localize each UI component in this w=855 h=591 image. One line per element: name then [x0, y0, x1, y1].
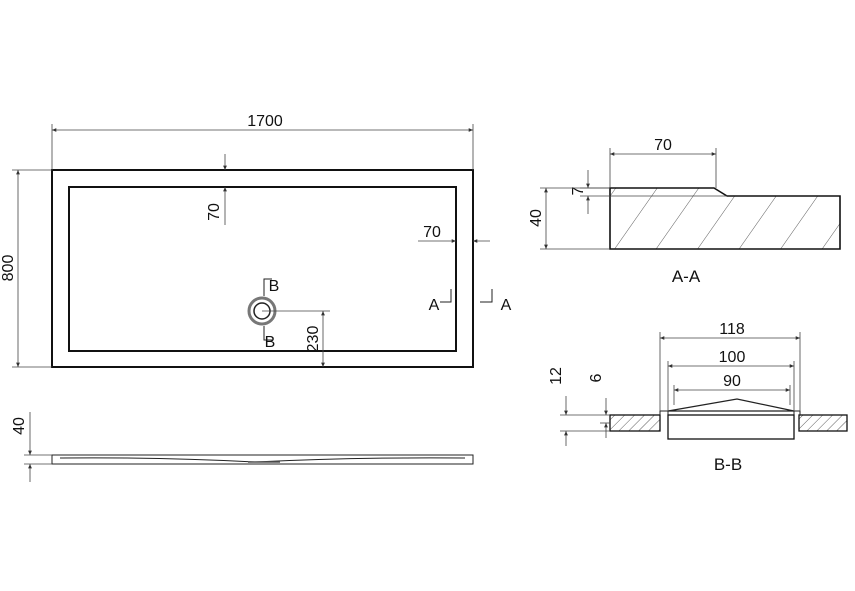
- section-b-b: 118 100 90 12 6: [548, 321, 848, 474]
- tray-side-profile: [51, 454, 474, 465]
- section-b-outer-label: 118: [719, 321, 745, 338]
- cut-a-left-label: A: [429, 297, 440, 314]
- section-b-middle-dimension: 100: [667, 349, 795, 411]
- section-b-left-slab: [609, 414, 661, 432]
- drain-offset-label: 230: [305, 326, 322, 353]
- width-dimension: 800: [0, 169, 52, 368]
- section-b-right-slab: [798, 414, 848, 432]
- section-b-title: B-B: [714, 455, 742, 474]
- section-a-profile: [609, 187, 841, 250]
- section-a-rim-dimension: 70: [609, 137, 717, 188]
- length-label: 1700: [247, 113, 283, 130]
- section-b-marker: B B: [263, 278, 280, 351]
- rim-side-dimension: 70: [418, 224, 490, 243]
- section-b-inner-dimension: 90: [673, 373, 791, 405]
- rim-side-label: 70: [423, 224, 441, 241]
- section-b-drain: [659, 398, 801, 440]
- section-a-height-dimension: 40: [528, 187, 610, 250]
- section-a-height-label: 40: [528, 209, 545, 227]
- section-b-middle-label: 100: [719, 349, 746, 366]
- tray-basin: [68, 186, 457, 352]
- cut-b-bottom-label: B: [265, 334, 276, 351]
- rim-top-label: 70: [206, 203, 223, 221]
- length-dimension: 1700: [51, 113, 474, 170]
- section-b-step-label: 6: [588, 373, 605, 382]
- cut-a-right-label: A: [501, 297, 512, 314]
- side-height-dimension: 40: [11, 412, 52, 482]
- drain-offset-dimension: 230: [262, 310, 330, 367]
- side-view: 40: [11, 412, 474, 482]
- width-label: 800: [0, 255, 17, 282]
- plan-view: 1700 800 70 70: [0, 113, 512, 368]
- rim-top-dimension: 70: [206, 154, 227, 225]
- section-a-title: A-A: [672, 267, 701, 286]
- section-b-depth-label: 12: [548, 367, 565, 385]
- section-a-rim-label: 70: [654, 137, 672, 154]
- section-b-step-dimension: 6: [588, 373, 610, 438]
- side-height-label: 40: [11, 417, 28, 435]
- section-a-a: 70 7 40 A-A: [528, 137, 841, 286]
- section-b-depth-dimension: 12: [548, 367, 610, 446]
- cut-b-top-label: B: [269, 278, 280, 295]
- tray-outline: [51, 169, 474, 368]
- section-a-step-label: 7: [570, 186, 587, 195]
- section-b-inner-label: 90: [723, 373, 741, 390]
- section-a-marker: A A: [429, 289, 512, 314]
- section-b-outer-dimension: 118: [659, 321, 801, 411]
